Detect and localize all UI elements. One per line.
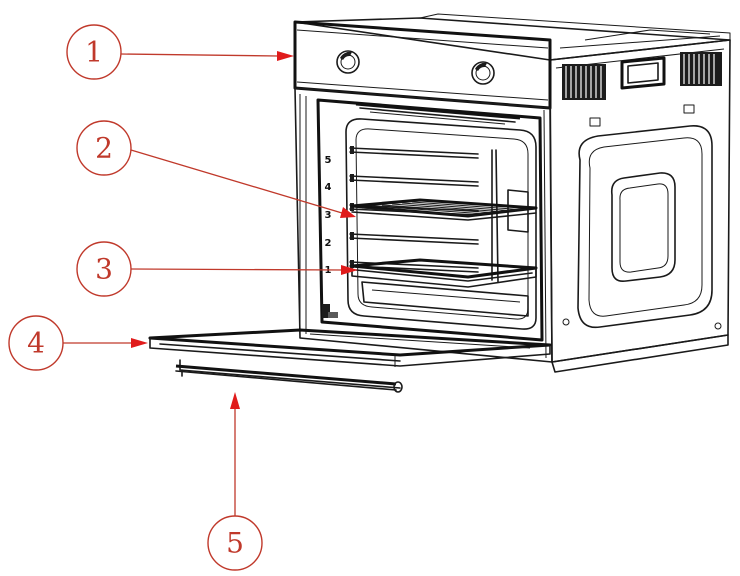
shelf-level-3: 3 [325,210,332,221]
door-handle [175,359,403,393]
shelf-level-5: 5 [325,155,332,166]
shelf-level-4: 4 [325,182,332,193]
wire-rack [350,198,538,221]
callout-2-label: 2 [95,132,113,165]
callout-5-label: 5 [226,527,244,560]
control-panel [293,20,552,110]
oven-door [148,328,552,367]
callout-1-label: 1 [85,36,103,69]
shelf-rails [349,146,479,273]
callout-4-label: 4 [27,327,45,360]
shelf-level-2: 2 [325,238,332,249]
rear-vent-left [562,64,606,100]
rear-vent-right [680,52,722,86]
rear-connector [620,56,666,90]
control-knob-right [471,61,495,85]
oven-cavity [316,98,544,342]
callout-1: 1 [66,24,294,80]
callout-4: 4 [8,315,148,371]
callout-5: 5 [207,392,263,571]
callout-2: 2 [76,120,356,218]
oven-top [294,13,731,61]
callout-3-label: 3 [95,253,113,286]
baking-tray [350,258,538,288]
control-knob-left [336,50,360,74]
shelf-level-numbers: 5 4 3 2 1 [325,155,332,276]
door-hinge [322,304,338,318]
oven-front-frame [294,87,553,363]
callout-3: 3 [76,241,358,297]
